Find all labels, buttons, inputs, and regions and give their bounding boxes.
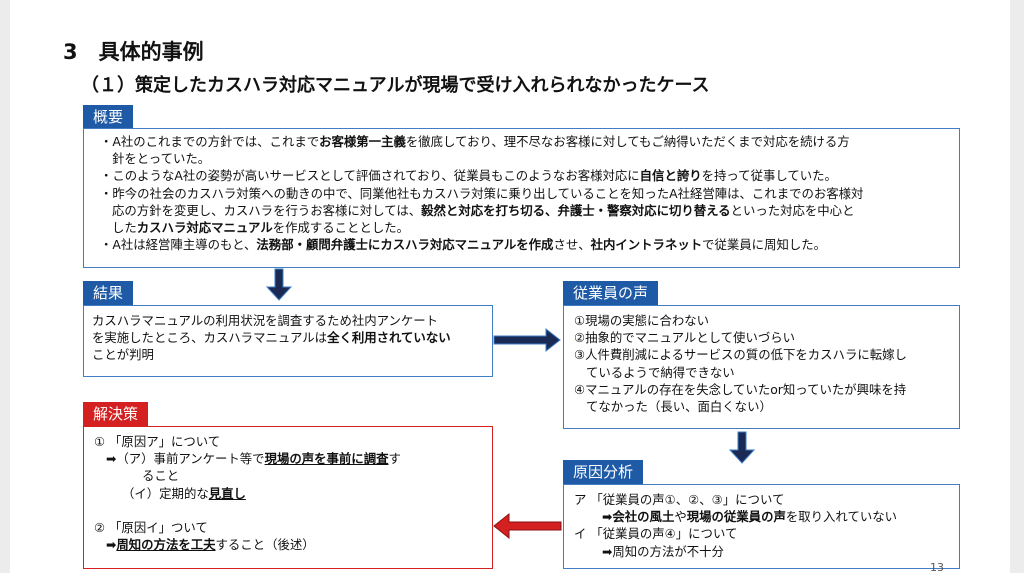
emphasis: 社内イントラネット	[590, 237, 703, 253]
text-line: カスハラマニュアルの利用状況を調査するため社内アンケート	[92, 313, 439, 328]
text-line: 針をとっていた。	[112, 151, 211, 167]
analysis-label: 原因分析	[563, 460, 644, 484]
overview-label: 概要	[83, 105, 134, 129]
arrow-left-analysis-to-solution	[493, 512, 562, 540]
result-box: カスハラマニュアルの利用状況を調査するため社内アンケートを実施したところ、カスハ…	[83, 305, 493, 377]
text-line: ➡周知の方法が不十分	[602, 543, 724, 559]
emphasis: 現場の声を事前に調査	[264, 451, 389, 467]
text-line: ことが判明	[92, 347, 154, 363]
text-line: ➡会社の風土や現場の従業員の声を取り入れていない	[602, 509, 898, 525]
text-line: ① 「原因ア」について	[94, 434, 221, 449]
emphasis: お客様第一主義	[319, 134, 406, 149]
emphasis: ➡会社の風土	[602, 509, 675, 525]
text-line: したカスハラ対応マニュアルを作成することとした。	[112, 220, 410, 236]
emphasis: 法務部・顧問弁護士にカスハラ対応マニュアルを作成	[256, 237, 554, 253]
text-line: ② 「原因イ」ついて	[94, 520, 208, 536]
result-label: 結果	[83, 281, 134, 305]
slide-subheading: （１）策定したカスハラ対応マニュアルが現場で受け入れられなかったケース	[81, 75, 710, 96]
text-line: ること	[142, 468, 180, 484]
text-line: ・A社のこれまでの方針では、これまでお客様第一主義を徹底しており、理不尽なお客様…	[100, 134, 850, 149]
emphasis: カスハラ対応マニュアル	[136, 220, 273, 236]
overview-box: ・A社のこれまでの方針では、これまでお客様第一主義を徹底しており、理不尽なお客様…	[83, 128, 960, 268]
text-line: （イ）定期的な見直し	[122, 485, 246, 501]
text-line: てなかった（長い、面白くない）	[586, 399, 772, 415]
text-line: イ 「従業員の声④」について	[574, 526, 738, 542]
text-line: ④マニュアルの存在を失念していたor知っていたが興味を持	[574, 381, 907, 397]
emphasis: ➡	[106, 537, 117, 553]
text-line: ③人件費削減によるサービスの質の低下をカスハラに転嫁し	[574, 347, 907, 363]
emphasis: 全く利用されていない	[327, 330, 451, 346]
emphasis: 見直し	[208, 485, 246, 501]
text-line: ・このようなA社の姿勢が高いサービスとして評価されており、従業員もこのようなお客…	[100, 168, 837, 184]
emphasis: 毅然と対応を打ち切る、弁護士・警察対応に切り替える	[421, 202, 731, 218]
voices-label: 従業員の声	[563, 281, 659, 305]
arrow-down-voices-to-analysis	[728, 431, 756, 464]
emphasis: 自信と誇り	[639, 168, 702, 184]
text-line: ア 「従業員の声①、②、③」について	[574, 492, 785, 507]
text-line: ①現場の実態に合わない	[574, 313, 710, 328]
arrow-down-overview-to-result	[265, 268, 293, 301]
text-line	[94, 502, 484, 519]
text-line: ているようで納得できない	[586, 364, 735, 380]
text-line: ➡周知の方法を工夫すること（後述）	[106, 537, 315, 553]
slide: 3 具体的事例 （１）策定したカスハラ対応マニュアルが現場で受け入れられなかった…	[10, 0, 1010, 573]
solution-label: 解決策	[83, 402, 149, 426]
page-number: 13	[930, 561, 944, 573]
solution-box: ① 「原因ア」について ➡（ア）事前アンケート等で現場の声を事前に調査すること（イ…	[83, 426, 493, 569]
text-line: 応の方針を変更し、カスハラを行うお客様に対しては、毅然と対応を打ち切る、弁護士・…	[112, 202, 855, 218]
emphasis: 周知の方法を工夫	[116, 537, 216, 553]
slide-heading: 3 具体的事例	[63, 40, 204, 64]
text-line: ➡（ア）事前アンケート等で現場の声を事前に調査す	[106, 451, 401, 467]
emphasis: 現場の従業員の声	[686, 509, 786, 525]
arrow-right-result-to-voices	[493, 327, 561, 353]
text-line: ・昨今の社会のカスハラ対策への動きの中で、同業他社もカスハラ対策に乗り出している…	[100, 185, 864, 201]
text-line: を実施したところ、カスハラマニュアルは全く利用されていない	[92, 330, 451, 346]
text-line: ②抽象的でマニュアルとして使いづらい	[574, 330, 796, 346]
text-line: ・A社は経営陣主導のもと、法務部・顧問弁護士にカスハラ対応マニュアルを作成させ、…	[100, 237, 827, 253]
analysis-box: ア 「従業員の声①、②、③」について ➡会社の風土や現場の従業員の声を取り入れてい…	[563, 484, 960, 569]
